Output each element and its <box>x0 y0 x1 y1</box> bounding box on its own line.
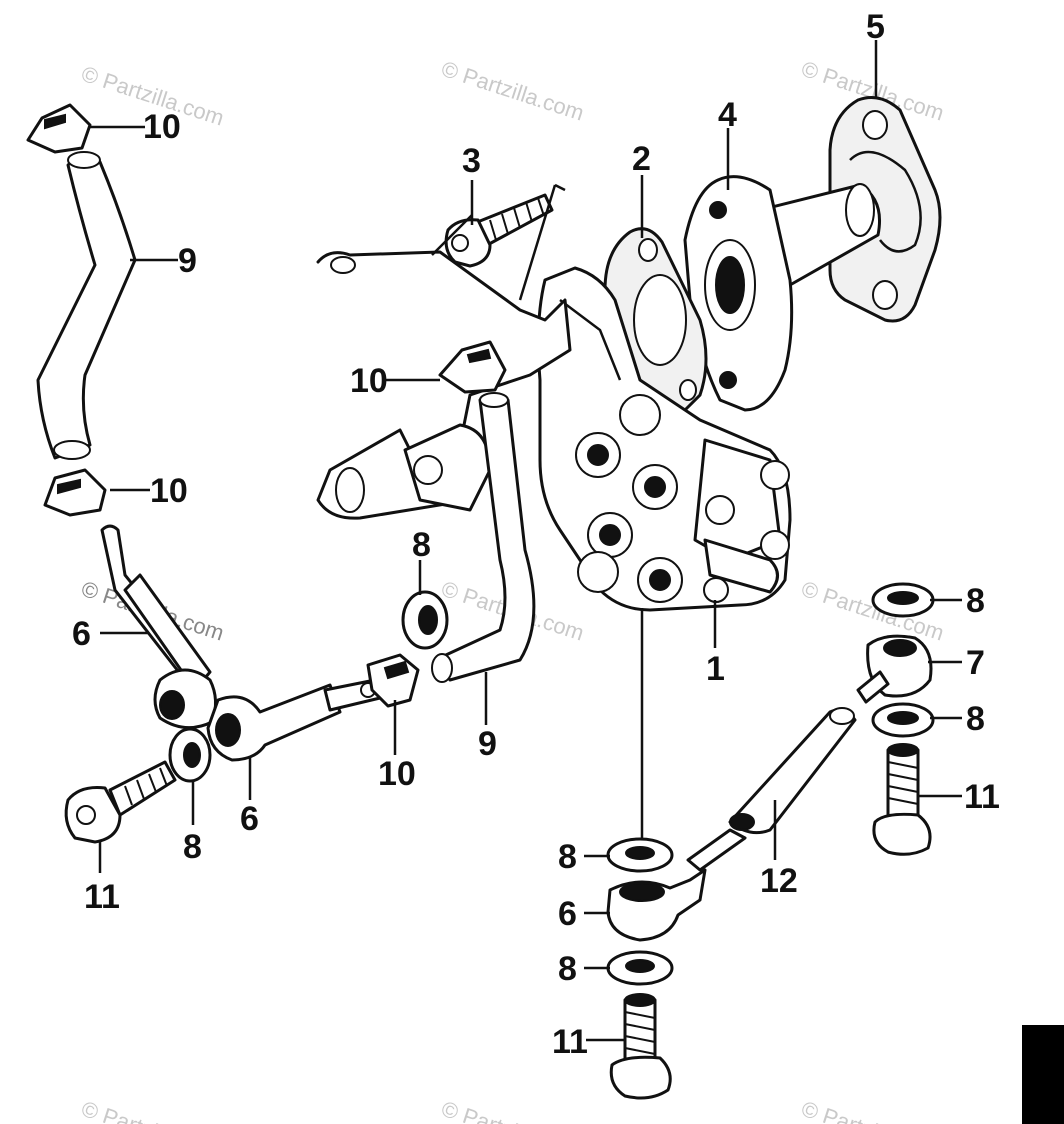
callout-10-center[interactable]: 10 <box>350 362 388 400</box>
callout-10-lower[interactable]: 10 <box>378 755 416 793</box>
part-clamp-10-center[interactable] <box>438 340 507 394</box>
part-bolt-11-left[interactable] <box>64 760 177 844</box>
callout-5[interactable]: 5 <box>866 8 885 46</box>
callout-8-center[interactable]: 8 <box>412 526 431 564</box>
part-bracket[interactable] <box>316 250 572 520</box>
part-clamp-10-lower[interactable] <box>366 653 420 708</box>
callout-8-lower-top[interactable]: 8 <box>558 838 577 876</box>
watermark-7: © Partzilla.com <box>78 1096 227 1124</box>
leader-lines <box>90 40 962 1042</box>
callout-6-mid[interactable]: 6 <box>240 800 259 838</box>
callout-8-right-bottom[interactable]: 8 <box>966 700 985 738</box>
callout-8-left[interactable]: 8 <box>183 828 202 866</box>
part-bolt-11-lower[interactable] <box>609 993 672 1100</box>
callout-11-lower[interactable]: 11 <box>552 1023 588 1061</box>
callout-9-left[interactable]: 9 <box>178 242 197 280</box>
part-shaft-4[interactable] <box>683 175 881 412</box>
part-oil-line-6-mid[interactable] <box>206 678 382 762</box>
callout-4[interactable]: 4 <box>718 96 737 134</box>
page-edge-tab <box>1022 1025 1064 1124</box>
part-hose-9-left[interactable] <box>36 151 137 460</box>
callout-8-right-top[interactable]: 8 <box>966 582 985 620</box>
part-bolt-3[interactable] <box>444 193 554 268</box>
callout-2[interactable]: 2 <box>632 140 651 178</box>
callout-6-lower[interactable]: 6 <box>558 895 577 933</box>
part-clamp-10-top[interactable] <box>26 103 92 154</box>
part-washer-8-right-bottom[interactable] <box>871 702 935 738</box>
watermark-9: © Partzilla.com <box>798 1096 947 1124</box>
callout-3[interactable]: 3 <box>462 142 481 180</box>
part-tube-12[interactable] <box>686 707 857 872</box>
callout-7[interactable]: 7 <box>966 644 985 682</box>
callout-10-top[interactable]: 10 <box>143 108 181 146</box>
callout-11-left[interactable]: 11 <box>84 878 120 916</box>
callouts: 10 9 10 6 3 2 4 5 10 8 1 8 7 8 11 12 8 6… <box>72 8 1000 1061</box>
callout-11-right[interactable]: 11 <box>964 778 1000 816</box>
part-washer-8-right-top[interactable] <box>871 582 935 618</box>
callout-12[interactable]: 12 <box>760 862 798 900</box>
part-union-7[interactable] <box>856 634 933 704</box>
callout-9-center[interactable]: 9 <box>478 725 497 763</box>
part-washer-8-center[interactable] <box>401 590 449 650</box>
part-bolt-11-right[interactable] <box>872 743 932 856</box>
watermark-2: © Partzilla.com <box>438 56 587 126</box>
part-gasket-5[interactable] <box>828 96 942 323</box>
callout-1[interactable]: 1 <box>706 650 725 688</box>
part-washer-8-left[interactable] <box>168 727 212 783</box>
part-washer-8-lower-top[interactable] <box>606 837 674 873</box>
part-oil-line-6-left[interactable] <box>100 524 217 730</box>
part-clamp-10-left[interactable] <box>43 468 107 517</box>
part-oil-pump-1[interactable] <box>536 266 792 612</box>
watermark-8: © Partzilla.com <box>438 1096 587 1124</box>
part-oil-line-6-lower[interactable] <box>606 868 707 942</box>
callout-6-left[interactable]: 6 <box>72 615 91 653</box>
callout-8-lower-bottom[interactable]: 8 <box>558 950 577 988</box>
part-washer-8-lower-bottom[interactable] <box>606 950 674 986</box>
part-hose-9-center[interactable] <box>431 392 536 683</box>
callout-10-left[interactable]: 10 <box>150 472 188 510</box>
